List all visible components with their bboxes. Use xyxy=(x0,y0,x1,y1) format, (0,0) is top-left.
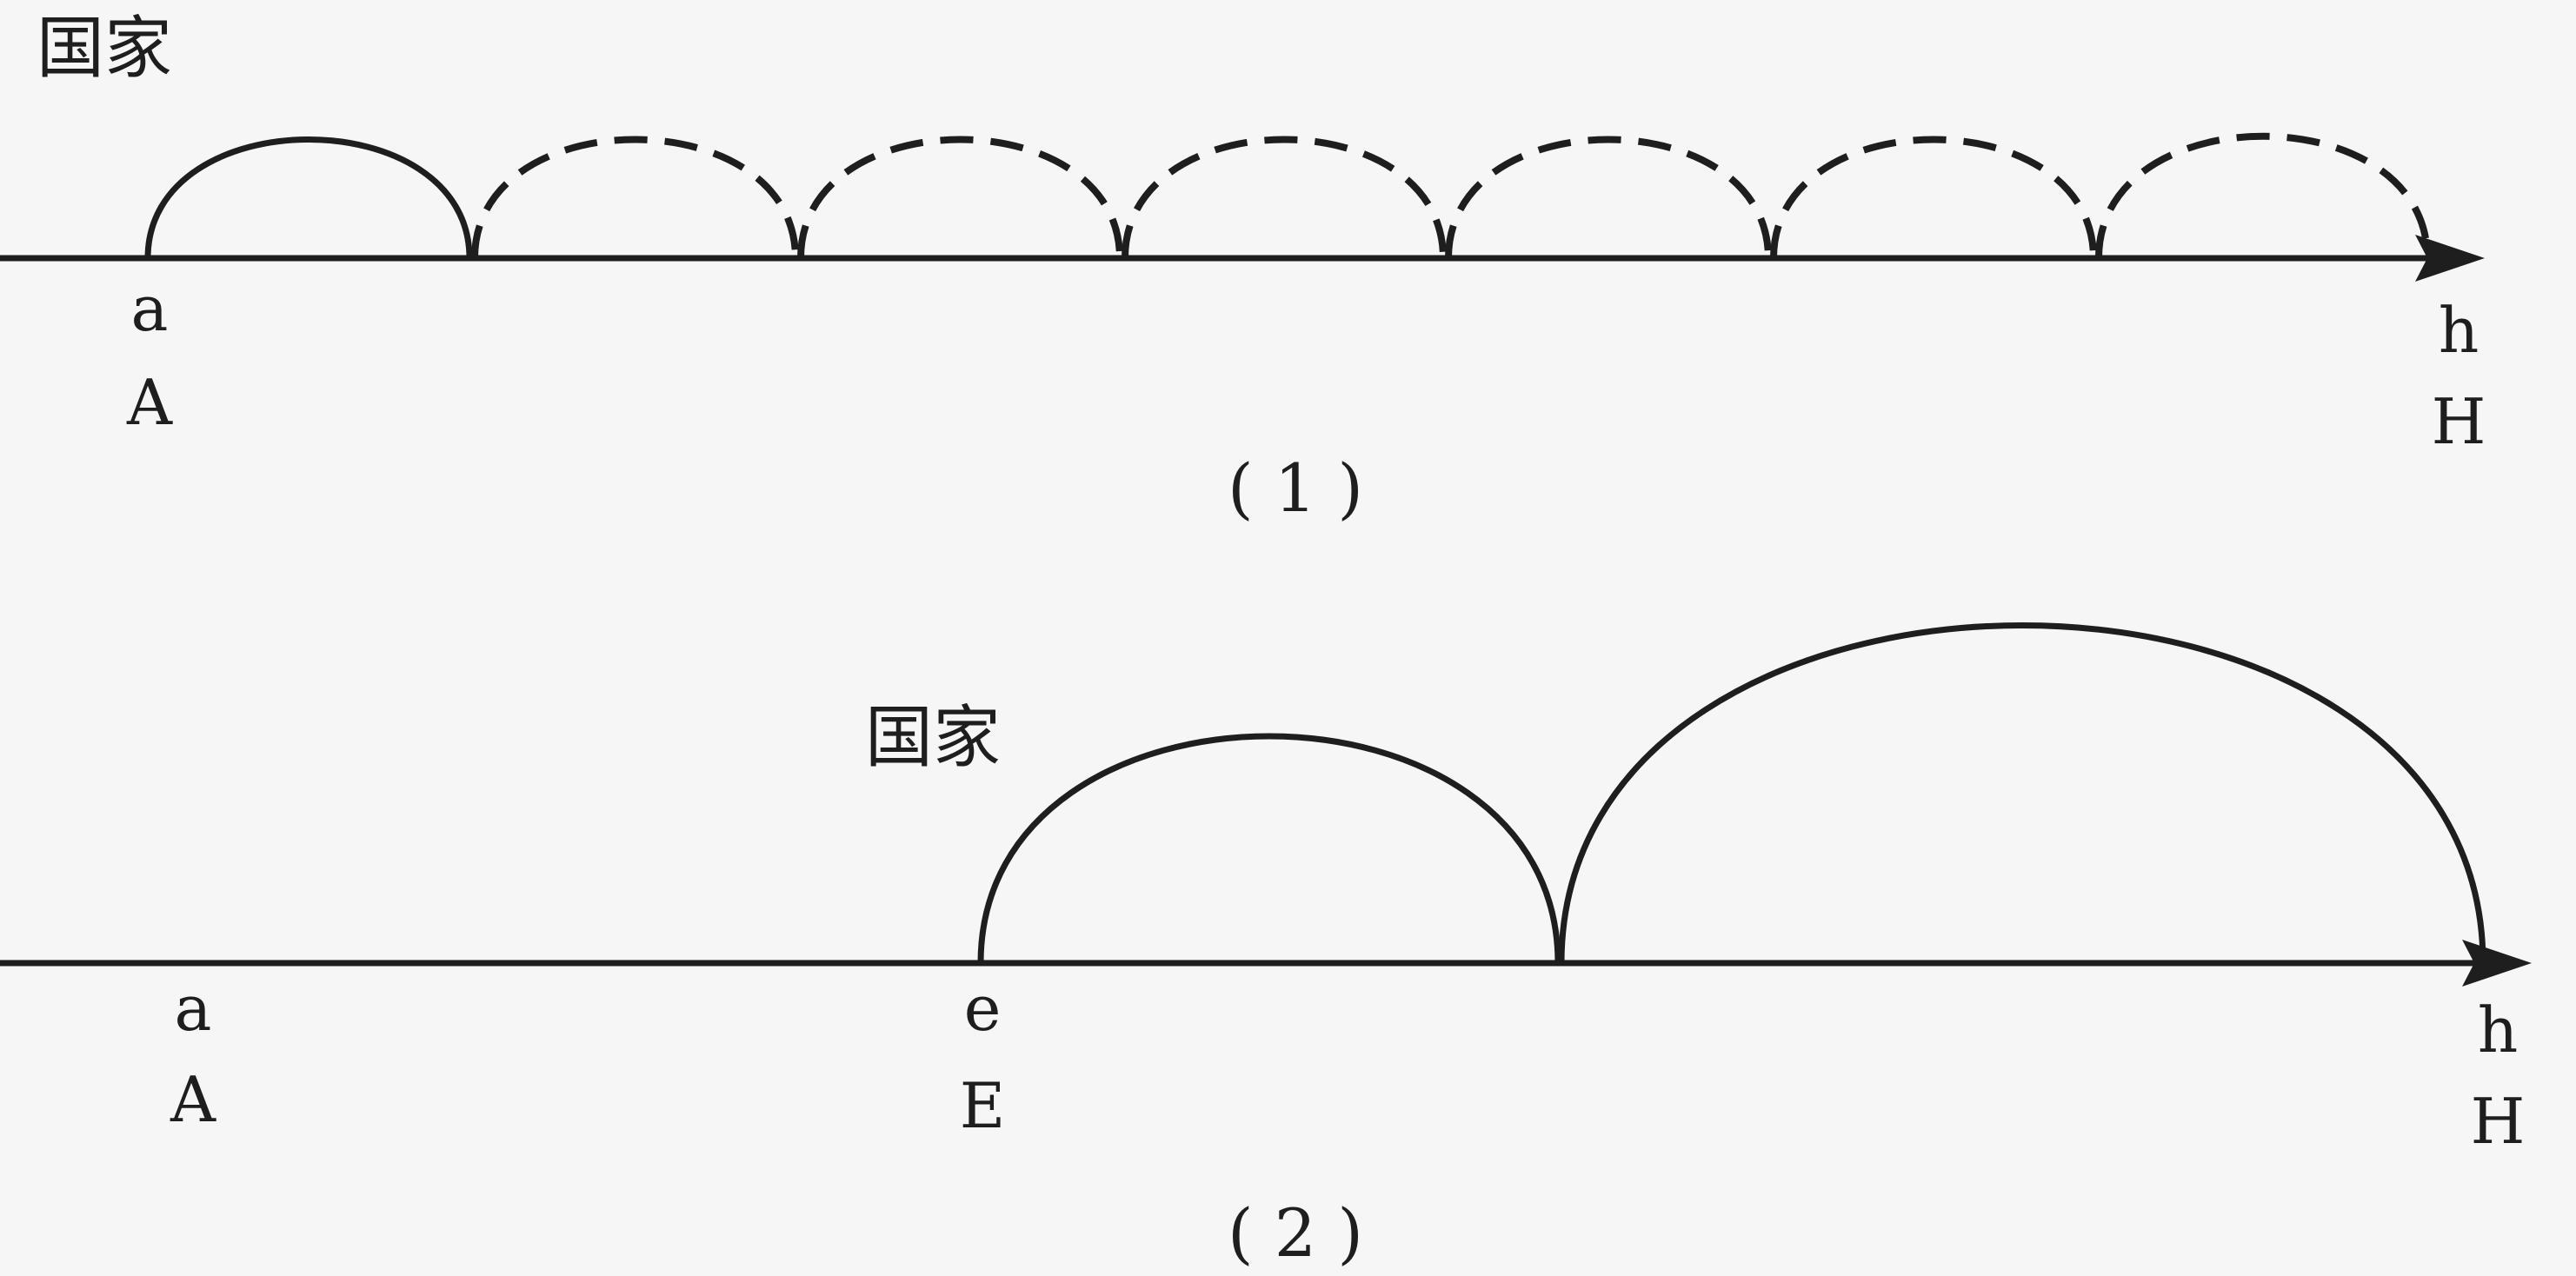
panel-1-dashed-arc xyxy=(1445,136,1772,259)
panel-1-caption: ( 1 ) xyxy=(1228,449,1363,527)
panel-2-start-upper-label: A xyxy=(170,1063,216,1136)
panel-1-dashed-arc xyxy=(1122,136,1447,259)
panel-1-dashed-arc xyxy=(471,136,799,259)
panel-2-end-upper-label: H xyxy=(2471,1085,2526,1158)
panel-1: 国家 a A h H ( 1 ) xyxy=(0,10,2486,527)
panel-1-axis-arrowhead xyxy=(2415,235,2485,282)
panel-1-solid-arc xyxy=(144,136,473,259)
panel-2-caption: ( 2 ) xyxy=(1228,1194,1363,1272)
panel-2-start-lower-label: a xyxy=(175,972,212,1045)
panel-2-mid-upper-label: E xyxy=(960,1069,1006,1142)
panel-1-dashed-arc xyxy=(2095,132,2431,259)
panel-1-country-label: 国家 xyxy=(37,10,172,88)
panel-2-axis-arrowhead xyxy=(2462,940,2532,987)
panel-1-start-lower-label: a xyxy=(131,272,169,345)
panel-2-mid-lower-label: e xyxy=(964,972,1002,1045)
panel-1-dashed-arc xyxy=(1770,136,2097,259)
panel-1-start-upper-label: A xyxy=(126,366,173,439)
panel-1-end-lower-label: h xyxy=(2439,294,2479,367)
panel-2-country-label: 国家 xyxy=(865,699,1001,777)
panel-1-dashed-arc xyxy=(797,136,1123,259)
panel-2-end-lower-label: h xyxy=(2478,994,2518,1067)
panel-2-small-arc xyxy=(977,733,1561,964)
panel-2: 国家 a A e E h H ( 2 ) xyxy=(0,622,2532,1272)
panel-1-end-upper-label: H xyxy=(2432,385,2486,458)
panel-2-large-arc xyxy=(1558,622,2486,964)
